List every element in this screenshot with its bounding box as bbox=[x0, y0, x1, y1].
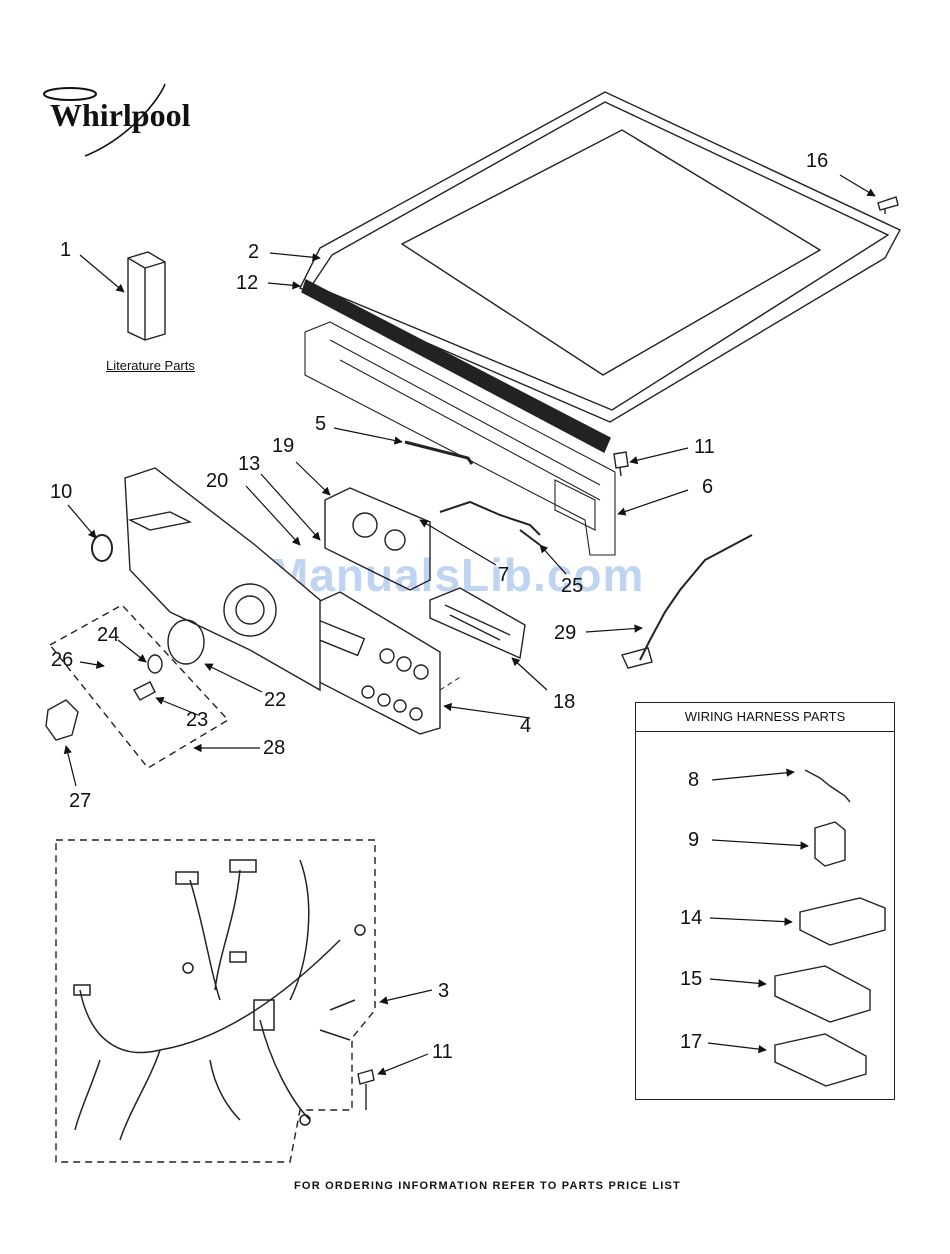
callout-9: 9 bbox=[688, 830, 699, 850]
literature-parts-label: Literature Parts bbox=[106, 358, 195, 373]
callout-8: 8 bbox=[688, 770, 699, 790]
callout-7: 7 bbox=[498, 565, 509, 585]
callout-14: 14 bbox=[680, 908, 702, 928]
part-23-shaft bbox=[134, 682, 155, 700]
callout-28: 28 bbox=[263, 738, 285, 758]
callout-23: 23 bbox=[186, 710, 208, 730]
callout-13: 13 bbox=[238, 454, 260, 474]
callout-5: 5 bbox=[315, 414, 326, 434]
callout-4: 4 bbox=[520, 716, 531, 736]
wiring-harness-parts-box bbox=[635, 702, 895, 1100]
part-29-harness bbox=[640, 535, 752, 660]
callout-18: 18 bbox=[553, 692, 575, 712]
part-3-harness-outline bbox=[56, 840, 375, 1162]
callout-19: 19 bbox=[272, 436, 294, 456]
callout-29: 29 bbox=[554, 623, 576, 643]
part-18-board bbox=[430, 588, 525, 658]
part-19-bracket bbox=[325, 488, 430, 590]
part-16-screw bbox=[878, 197, 898, 214]
callout-10: 10 bbox=[50, 482, 72, 502]
callout-25: 25 bbox=[561, 576, 583, 596]
callout-16: 16 bbox=[806, 151, 828, 171]
callout-6: 6 bbox=[702, 477, 713, 497]
part-27-knob bbox=[46, 700, 78, 740]
part-5-wire-tie bbox=[405, 442, 472, 464]
part-3-harness-wires bbox=[74, 860, 365, 1140]
part-24-bushing bbox=[148, 655, 162, 673]
callout-17: 17 bbox=[680, 1032, 702, 1052]
callout-24: 24 bbox=[97, 625, 119, 645]
callout-2: 2 bbox=[248, 242, 259, 262]
callout-3: 3 bbox=[438, 981, 449, 1001]
part-11-screw bbox=[614, 452, 628, 476]
part-10-ring bbox=[92, 535, 112, 561]
callout-20: 20 bbox=[206, 471, 228, 491]
callout-15: 15 bbox=[680, 969, 702, 989]
part-29-connector bbox=[622, 648, 652, 668]
wiring-harness-title: WIRING HARNESS PARTS bbox=[635, 702, 895, 732]
callout-22: 22 bbox=[264, 690, 286, 710]
callout-11-lower: 11 bbox=[432, 1042, 453, 1062]
callout-27: 27 bbox=[69, 791, 91, 811]
callout-1: 1 bbox=[60, 240, 71, 260]
callout-26: 26 bbox=[51, 650, 73, 670]
part-1-literature bbox=[128, 252, 165, 340]
callout-11-upper: 11 bbox=[694, 437, 715, 457]
ordering-footer: FOR ORDERING INFORMATION REFER TO PARTS … bbox=[0, 1180, 950, 1192]
callout-12: 12 bbox=[236, 273, 258, 293]
part-4-console bbox=[300, 592, 440, 734]
console-housing bbox=[125, 468, 320, 690]
part-7-harness bbox=[440, 502, 540, 535]
part-11-screw-lower bbox=[358, 1070, 374, 1110]
part-22-dial bbox=[168, 620, 204, 664]
